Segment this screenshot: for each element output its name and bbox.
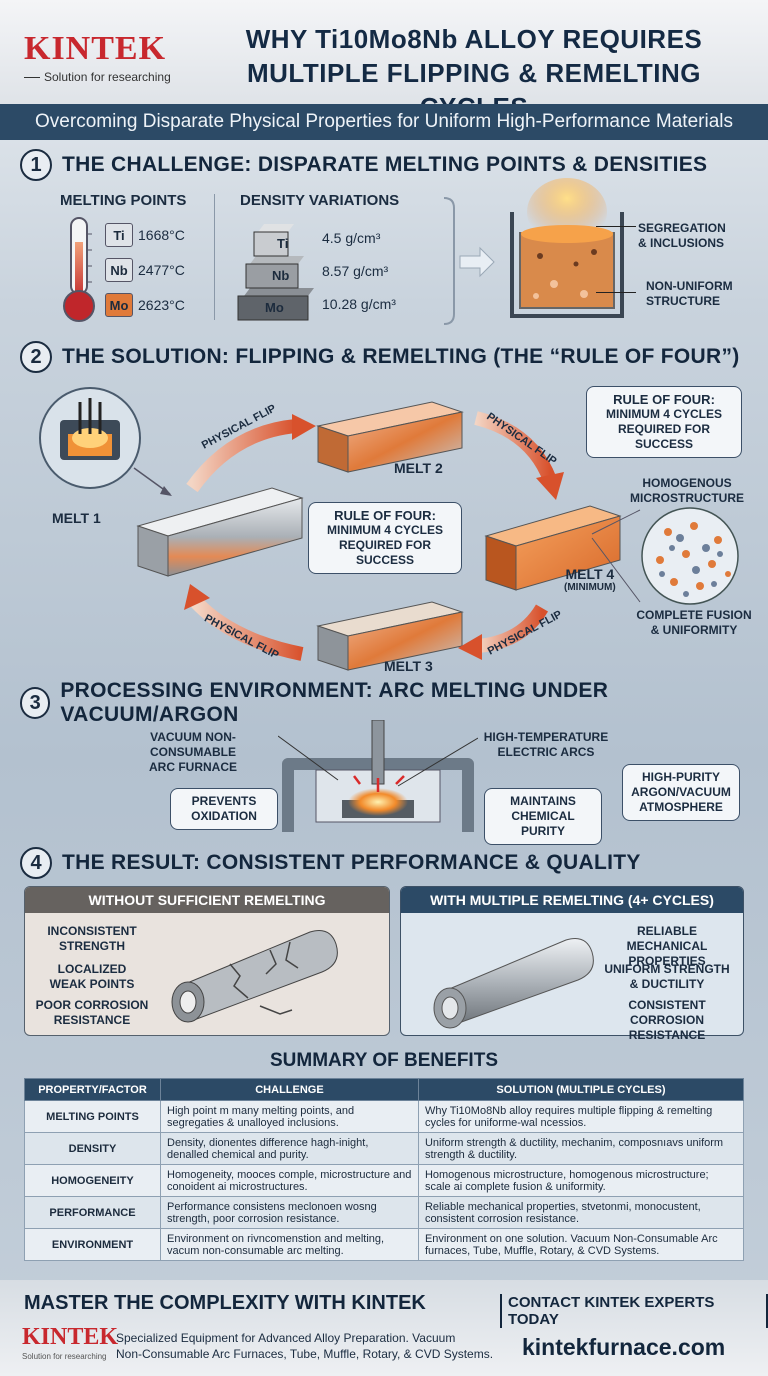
section-number: 4 [20,847,52,879]
page-title: WHY Ti10Mo8Nb ALLOY REQUIRES MULTIPLE FL… [245,24,703,122]
section-title: PROCESSING ENVIRONMENT: ARC MELTING UNDE… [60,679,609,726]
melt-3-label: MELT 3 [384,658,433,674]
block-label-nb: Nb [272,268,290,283]
footer-logo-tagline: Solution for researching [22,1352,107,1361]
density-title: DENSITY VARIATIONS [240,192,400,209]
thermometer-icon [63,217,95,322]
melt-1-label: MELT 1 [52,510,101,526]
segregation-label: SEGREGATION& INCLUSIONS [638,221,726,250]
section-number: 1 [20,149,52,181]
contact-cta-button[interactable]: CONTACT KINTEK EXPERTS TODAY [500,1294,768,1328]
footer-headline: MASTER THE COMPLEXITY WITH KINTEK [24,1292,426,1314]
section-number: 2 [20,341,52,373]
block-label-ti: Ti [277,236,289,251]
section-title: THE SOLUTION: FLIPPING & REMELTING (THE … [62,345,740,368]
uniform-tube-icon [433,938,594,1029]
col-header-solution: SOLUTION (MULTIPLE CYCLES) [417,1078,745,1101]
nonuniform-leader [596,292,636,293]
vacuum-furnace-icon [278,720,478,832]
benefits-table: PROPERTY/FACTOR CHALLENGE SOLUTION (MULT… [24,1078,745,1261]
density-ti: 4.5 g/cm³ [322,230,381,246]
element-mo-box: Mo [105,293,133,317]
pointer-arrow [133,467,172,496]
melting-points-title: MELTING POINTS [60,192,187,209]
col-header-property: PROPERTY/FACTOR [24,1078,161,1101]
mp-nb: 2477°C [138,262,185,278]
summary-title: SUMMARY OF BENEFITS [269,1050,498,1071]
section-3-header: 3 PROCESSING ENVIRONMENT: ARC MELTING UN… [20,679,750,726]
col-header-challenge: CHALLENGE [160,1078,419,1101]
cracked-tube-icon [171,930,338,1023]
mp-ti: 1668°C [138,227,185,243]
footer [0,1280,768,1376]
kintek-logo[interactable]: KINTEK [24,30,167,67]
summary-table: PROPERTY/FACTOR CHALLENGE SOLUTION (MULT… [24,1078,745,1261]
section-title: THE RESULT: CONSISTENT PERFORMANCE & QUA… [62,851,641,874]
bracket-arrow-icon [443,197,495,325]
block-label-mo: Mo [265,300,284,315]
melt-4-label: MELT 4 (MINIMUM) [564,566,616,593]
footer-logo[interactable]: KINTEK [22,1324,119,1350]
density-nb: 8.57 g/cm³ [322,263,389,279]
section-2-header: 2 THE SOLUTION: FLIPPING & REMELTING (TH… [20,340,750,374]
crucible-icon [510,178,624,318]
melt-2-label: MELT 2 [394,460,443,476]
rule-of-four-callout: RULE OF FOUR: MINIMUM 4 CYCLES REQUIRED … [586,386,742,458]
density-mo: 10.28 g/cm³ [322,296,396,312]
website-link[interactable]: kintekfurnace.com [522,1334,726,1360]
divider [214,194,215,320]
density-blocks-icon [237,224,314,321]
footer-description: Specialized Equipment for Advanced Alloy… [116,1331,494,1361]
logo-tagline: Solution for researching [24,70,171,84]
seg-leader [596,226,636,227]
uniform-strength-label: UNIFORM STRENGTH& DUCTILITY [604,962,730,991]
section-title: THE CHALLENGE: DISPARATE MELTING POINTS … [62,153,708,176]
arc-melter-icon [39,387,141,489]
element-nb-box: Nb [105,258,133,282]
subtitle-bar: Overcoming Disparate Physical Properties… [0,104,768,140]
header [0,0,768,104]
remelt-cycle-diagram [136,401,622,671]
section-4-header: 4 THE RESULT: CONSISTENT PERFORMANCE & Q… [20,846,750,880]
element-ti-box: Ti [105,223,133,247]
rule-of-four-center: RULE OF FOUR: MINIMUM 4 CYCLES REQUIRED … [308,502,462,574]
section-number: 3 [20,687,51,719]
mp-mo: 2623°C [138,297,185,313]
section-1-header: 1 THE CHALLENGE: DISPARATE MELTING POINT… [20,148,750,182]
microstructure-icon [591,507,739,605]
fusion-label: COMPLETE FUSION& UNIFORMITY [636,608,752,637]
